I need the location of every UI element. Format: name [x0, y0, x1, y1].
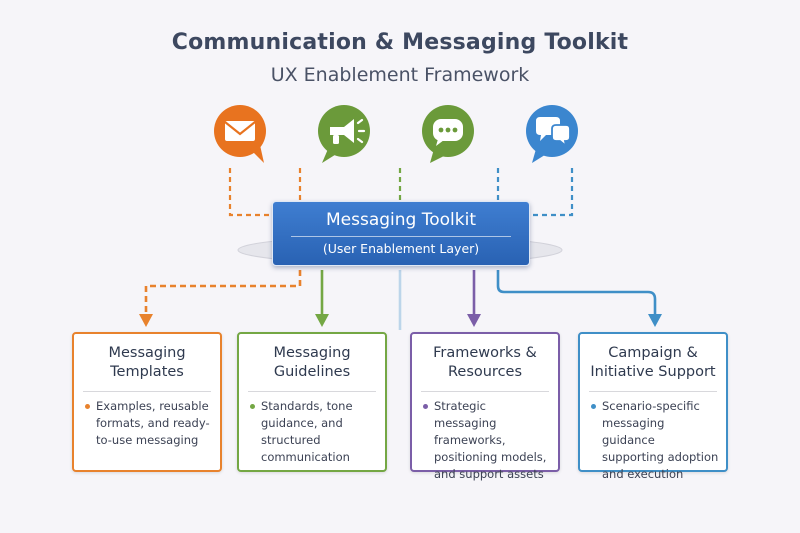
connector-campaign: [496, 270, 657, 316]
card-frameworks-resources: Frameworks & Resources Strategic messagi…: [410, 332, 560, 481]
messaging-toolkit-hub: Messaging Toolkit (User Enablement Layer…: [272, 201, 530, 266]
card-description: Standards, tone guidance, and structured…: [261, 399, 353, 464]
bullet-dot: [423, 404, 428, 409]
chat-bubbles-icon: [526, 105, 578, 163]
card-messaging-guidelines: Messaging Guidelines Standards, tone gui…: [237, 332, 387, 472]
card-title: Messaging Guidelines: [273, 345, 351, 380]
arrowhead-campaign: [648, 314, 662, 327]
card-divider: [421, 391, 549, 392]
hub-subtitle: (User Enablement Layer): [322, 241, 480, 256]
megaphone-icon: [318, 105, 370, 163]
card-title: Campaign & Initiative Support: [590, 345, 716, 380]
card-divider: [83, 391, 211, 392]
card-messaging-templates: Messaging Templates Examples, reusable f…: [72, 332, 222, 472]
card-divider: [248, 391, 376, 392]
page-title: Communication & Messaging Toolkit: [171, 30, 629, 55]
arrowhead-frameworks: [467, 314, 481, 327]
card-title: Messaging Templates: [108, 345, 186, 380]
card-description: Examples, reusable formats, and ready-to…: [96, 399, 210, 447]
arrowhead-templates: [139, 314, 153, 327]
chat-dots-icon: [422, 105, 474, 163]
bullet-dot: [250, 404, 255, 409]
card-campaign-initiative-support: Campaign & Initiative Support Scenario-s…: [578, 332, 728, 481]
card-title: Frameworks & Resources: [433, 345, 537, 380]
hub-title: Messaging Toolkit: [326, 210, 476, 230]
bullet-dot: [591, 404, 596, 409]
envelope-icon: [214, 105, 266, 163]
card-description: Strategic messaging frameworks, position…: [434, 399, 547, 481]
card-divider: [589, 391, 717, 392]
connector-templates: [144, 270, 302, 316]
bullet-dot: [85, 404, 90, 409]
page-subtitle: UX Enablement Framework: [270, 64, 530, 86]
connector-envelope: [228, 168, 272, 217]
hub-divider: [291, 236, 511, 237]
connector-chat-bubbles-b: [528, 168, 574, 217]
card-description: Scenario-specific messaging guidance sup…: [602, 399, 719, 481]
arrowhead-guidelines: [315, 314, 329, 327]
